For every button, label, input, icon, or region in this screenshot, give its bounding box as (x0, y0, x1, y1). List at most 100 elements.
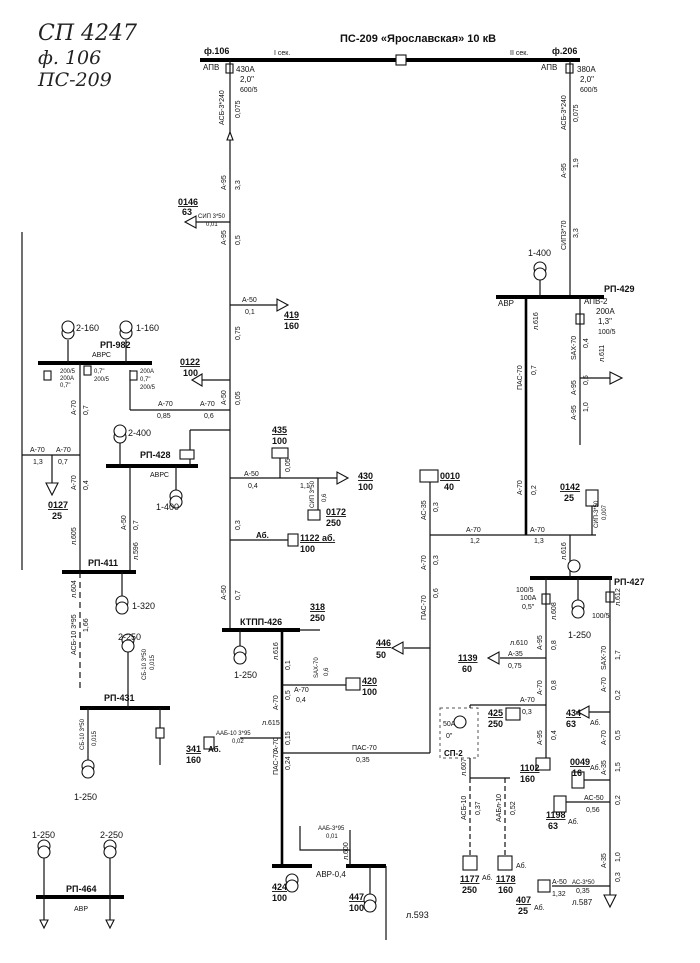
tp1139-wire: А-35 (508, 651, 523, 658)
tp1178-id: 1178 (496, 874, 516, 884)
handwritten-note-2: ф. 106 (38, 47, 101, 69)
tp435-len: 0,05 (285, 458, 292, 472)
rp464-t1-coil-b (37, 845, 51, 859)
tp424-kva: 100 (272, 893, 287, 903)
f106-time: 2,0" (240, 75, 254, 84)
rv-wire4: А-35 (601, 760, 608, 775)
rv-wire3: А-70 (601, 730, 608, 745)
tp318-kva: 250 (310, 613, 325, 623)
rl-wire6: А-70 (530, 527, 545, 534)
rp431-t1: 2-250 (118, 632, 141, 642)
lm-len3: 0,4 (296, 697, 306, 704)
sp2-switch[interactable] (453, 715, 467, 729)
rv-len2: 0,2 (615, 690, 622, 700)
rv-mid-wire: А-95 (537, 635, 544, 650)
rl-len7: 0,3 (433, 555, 440, 565)
tp425-id: 425 (488, 708, 503, 718)
tp1122-kva: 100 (300, 544, 315, 554)
branch-982-wire1: А-70 (158, 401, 173, 408)
tp0049-kva: 16 (572, 768, 582, 778)
tp430-arrow (336, 471, 350, 485)
f206-current: 380А (577, 65, 596, 74)
tp435-symbol (271, 447, 289, 459)
lm-len2: 0,5 (285, 690, 292, 700)
rv-len4: 1,5 (615, 762, 622, 772)
tp0142-cable: СИП-3*50 (594, 500, 600, 528)
f106-current: 430А (236, 65, 255, 74)
tp0049-id: 0049 (570, 757, 590, 767)
tp0172-id: 0172 (326, 507, 346, 517)
rl-len1: 1,9 (573, 158, 580, 168)
tp407-l587: л.587 (572, 898, 593, 907)
tp1178-ab: Аб. (516, 862, 527, 870)
tp447-l600: л.600 (343, 842, 350, 860)
tp430-wire: А-50 (244, 471, 259, 478)
tp1198-kva: 63 (548, 821, 558, 831)
branch-982-wire2: А-70 (200, 401, 215, 408)
seg2-wire: А-95 (221, 230, 228, 245)
ktpp426-name: КТПП-426 (240, 617, 282, 627)
tp1178-len: 0,52 (510, 801, 517, 815)
branch-982-len2: 0,6 (204, 413, 214, 420)
tp1177-symbol (462, 855, 478, 871)
tp0146-cable: СИП 3*50 (198, 214, 226, 220)
rp982-breaker-3[interactable] (129, 370, 138, 381)
seg7-wire: А-50 (221, 585, 228, 600)
rp464-arrow-2 (105, 919, 115, 930)
f106-cable: АСБ-3*240 (219, 90, 226, 125)
rp982-breaker-2[interactable] (83, 365, 92, 376)
tp419-wire: А-50 (242, 297, 257, 304)
ktpp426-t: 1-250 (234, 670, 257, 680)
rp464-avr: АВР (74, 906, 88, 913)
rp982-ct2: 200/5 (94, 377, 110, 383)
substation-title: ПС-209 «Ярославская» 10 кВ (340, 33, 496, 45)
rp428-t1: 2-400 (128, 428, 151, 438)
rl-wire3: А-70 (517, 480, 524, 495)
rp428-switch[interactable] (179, 449, 195, 460)
rp982-ct1: 200/5 (60, 369, 76, 375)
tp0142-id: 0142 (560, 482, 580, 492)
lm-len1: 0,1 (285, 660, 292, 670)
rp429-cable: SAX-70 (571, 336, 578, 360)
tp0172-len: 0,6 (322, 493, 328, 502)
tp407-id: 407 (516, 895, 531, 905)
sectional-switch[interactable] (395, 54, 407, 66)
rp982-breaker-1[interactable] (43, 370, 52, 381)
rp428-name: РП-428 (140, 450, 171, 460)
rl-len6: 1,3 (534, 538, 544, 545)
tp341-kva: 160 (186, 755, 201, 765)
left-wire1: А-70 (30, 447, 45, 454)
rp427-ct2: 100/5 (592, 613, 610, 620)
tp446-kva: 50 (376, 650, 386, 660)
rl-len2: 3,3 (573, 228, 580, 238)
tp1102-len: 0,4 (551, 730, 558, 740)
rp429-len: 0,4 (583, 338, 590, 348)
rp411-t-coil-b (115, 601, 129, 615)
rp982-name: РП-982 (100, 340, 131, 350)
seg4-len: 0,05 (235, 391, 242, 405)
rl-len4: 0,3 (433, 502, 440, 512)
tp1198-ab: Аб. (568, 818, 579, 826)
f206-apv: АПВ (541, 63, 557, 72)
rp431-breaker[interactable] (155, 727, 165, 739)
tp0172-kva: 250 (326, 518, 341, 528)
rp427-t-coil-b (571, 605, 585, 619)
tp419-arrow (276, 298, 290, 312)
tp1139-arrow (486, 651, 500, 665)
rl-pas: ПАС-70 (517, 365, 524, 390)
handwritten-note-1: СП 4247 (38, 21, 137, 46)
rl-wire4: АС-35 (421, 500, 428, 520)
tp1102-id: 1102 (520, 763, 540, 773)
rp429-arrow (609, 371, 624, 385)
tp1178-kva: 160 (498, 885, 513, 895)
seg1-len: 3,3 (235, 180, 242, 190)
rp429-name: РП-429 (604, 284, 635, 294)
tp1178-symbol (497, 855, 513, 871)
f206-cable-len: 0,075 (573, 104, 580, 122)
tp446-id: 446 (376, 638, 391, 648)
rv-mid-len2: 0,8 (551, 680, 558, 690)
rp429-wire: А-95 (571, 380, 578, 395)
rp982-t2: 1-160 (136, 323, 159, 333)
left-l605: л.605 (71, 527, 78, 545)
tp1139-id: 1139 (458, 653, 478, 663)
